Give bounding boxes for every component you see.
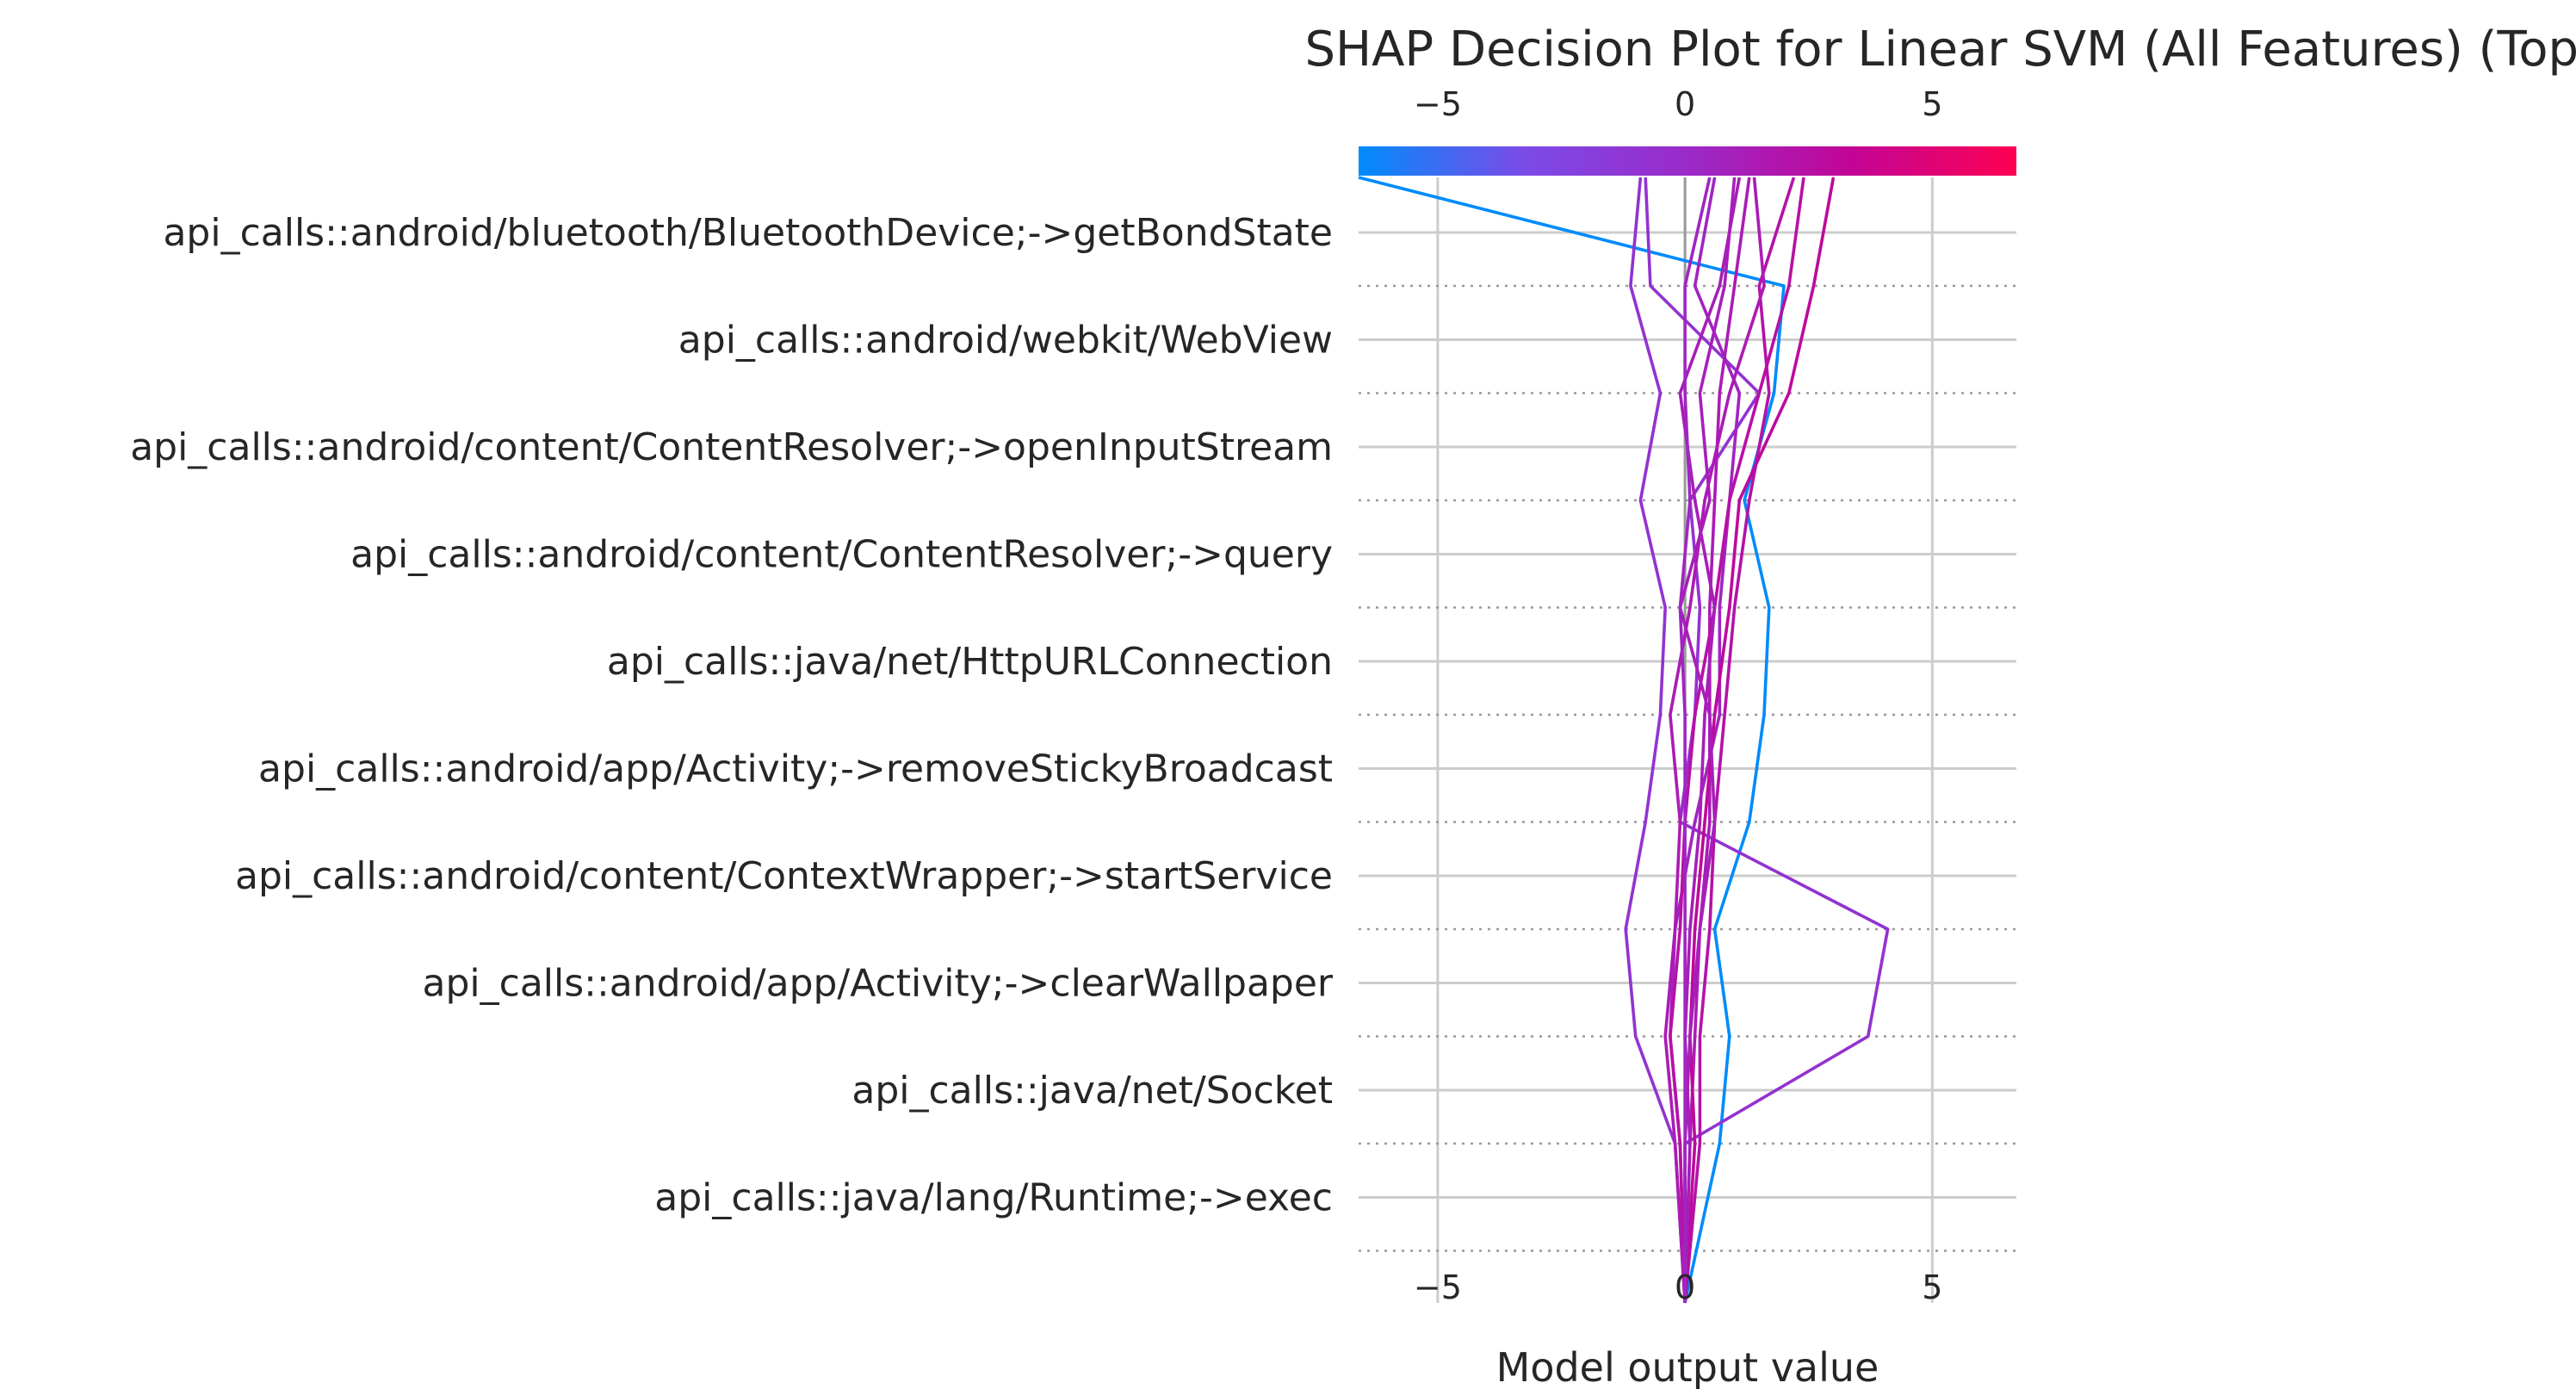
top-tick-label: 5 <box>1922 85 1942 123</box>
decision-line <box>1669 177 1805 1304</box>
decision-line <box>1663 177 1766 1304</box>
decision-line <box>1678 177 1712 1303</box>
colorbar <box>1359 146 2016 176</box>
bottom-tick-label: 0 <box>1675 1268 1695 1306</box>
top-tick-label: −5 <box>1414 85 1462 123</box>
feature-label: api_calls::java/lang/Runtime;->exec <box>654 1176 1333 1220</box>
feature-label: api_calls::android/webkit/WebView <box>678 319 1333 363</box>
feature-label: api_calls::android/app/Activity;->remove… <box>258 747 1333 791</box>
decision-line <box>1683 177 1796 1304</box>
chart-title: SHAP Decision Plot for Linear SVM (All F… <box>1304 22 2576 78</box>
bottom-tick-label: −5 <box>1414 1268 1462 1306</box>
decision-line <box>1624 177 1687 1304</box>
bottom-tick-label: 5 <box>1922 1268 1942 1306</box>
decision-line <box>1358 176 1786 1304</box>
feature-label: api_calls::android/content/ContextWrappe… <box>235 854 1333 898</box>
feature-label: api_calls::java/net/Socket <box>851 1069 1333 1113</box>
decision-line <box>1678 177 1742 1304</box>
feature-label: api_calls::java/net/HttpURLConnection <box>607 640 1333 684</box>
feature-label: api_calls::android/bluetooth/BluetoothDe… <box>163 211 1333 255</box>
top-tick-label: 0 <box>1675 85 1695 123</box>
feature-label: api_calls::android/content/ContentResolv… <box>350 533 1333 577</box>
decision-line <box>1644 177 1890 1303</box>
decision-line <box>1683 177 1836 1304</box>
x-axis-label: Model output value <box>1496 1344 1879 1389</box>
feature-label: api_calls::android/app/Activity;->clearW… <box>423 962 1334 1006</box>
feature-label: api_calls::android/content/ContentResolv… <box>130 425 1333 469</box>
decision-line <box>1678 177 1737 1303</box>
